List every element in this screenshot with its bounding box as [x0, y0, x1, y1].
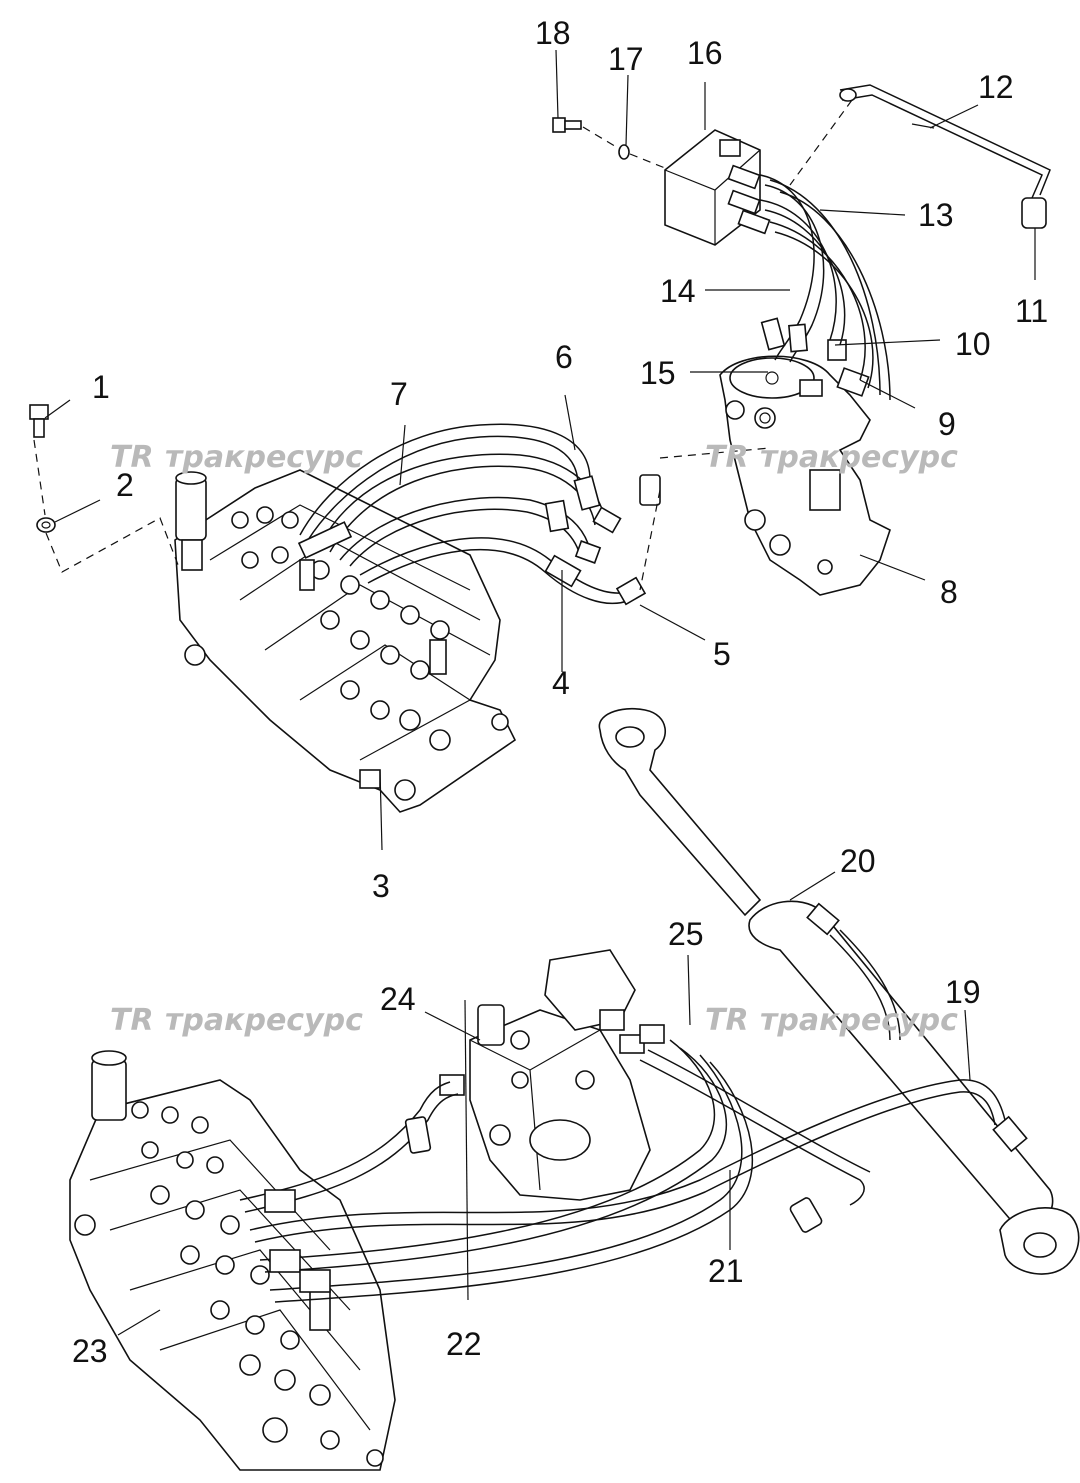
watermark-text: тракресурс	[760, 1003, 958, 1038]
callout-9: 9	[938, 406, 956, 442]
pipe-11	[789, 84, 1051, 229]
callout-labels: 1 2 3 4 5 6 7 8 9 10 11 12 13 14 15 16 1…	[72, 15, 1048, 1369]
watermark-2: TR тракресурс	[705, 440, 958, 475]
hoses-upper	[297, 423, 661, 606]
bolt-17-18	[552, 117, 666, 169]
callout-24: 24	[380, 981, 416, 1017]
callout-6: 6	[555, 339, 573, 375]
leader-lines	[44, 49, 1036, 1336]
watermark-logo: TR	[110, 440, 154, 475]
callout-19: 19	[945, 974, 981, 1010]
callout-23: 23	[72, 1333, 108, 1369]
control-valve-upper	[174, 469, 517, 813]
valve-fittings-upper	[184, 506, 509, 801]
hoses-swivel	[759, 174, 891, 401]
watermark-text: тракресурс	[165, 1003, 363, 1038]
callout-7: 7	[390, 376, 408, 412]
watermark-logo: TR	[110, 1003, 154, 1038]
callout-15: 15	[640, 355, 676, 391]
callout-17: 17	[608, 41, 644, 77]
watermark-text: тракресурс	[760, 440, 958, 475]
callout-18: 18	[535, 15, 571, 51]
callout-20: 20	[840, 843, 876, 879]
callout-10: 10	[955, 326, 991, 362]
valve-fittings-lower	[74, 1101, 384, 1467]
callout-22: 22	[446, 1326, 482, 1362]
callout-12: 12	[978, 69, 1014, 105]
callout-14: 14	[660, 273, 696, 309]
watermark-4: TR тракресурс	[705, 1003, 958, 1038]
callout-21: 21	[708, 1253, 744, 1289]
valve-block-24	[439, 949, 665, 1201]
callout-1: 1	[92, 369, 110, 405]
callout-13: 13	[918, 197, 954, 233]
callout-11: 11	[1015, 293, 1048, 329]
control-valve-lower	[69, 1050, 396, 1471]
watermark-text: тракресурс	[165, 440, 363, 475]
watermark-logo: TR	[705, 1003, 749, 1038]
hydraulic-cylinder	[598, 707, 1080, 1275]
callout-5: 5	[713, 636, 731, 672]
bolt-washer-group	[29, 404, 181, 573]
hoses-lower	[239, 1039, 1006, 1303]
callout-2: 2	[116, 467, 134, 503]
watermark-logo: TR	[705, 440, 749, 475]
swivel-joint	[719, 339, 891, 596]
callout-25: 25	[668, 916, 704, 952]
watermark-1: TR тракресурс	[110, 440, 363, 475]
callout-3: 3	[372, 868, 390, 904]
callout-16: 16	[687, 35, 723, 71]
watermark-3: TR тракресурс	[110, 1003, 363, 1038]
callout-8: 8	[940, 574, 958, 610]
callout-4: 4	[552, 665, 570, 701]
solenoid-block-16	[664, 129, 771, 246]
